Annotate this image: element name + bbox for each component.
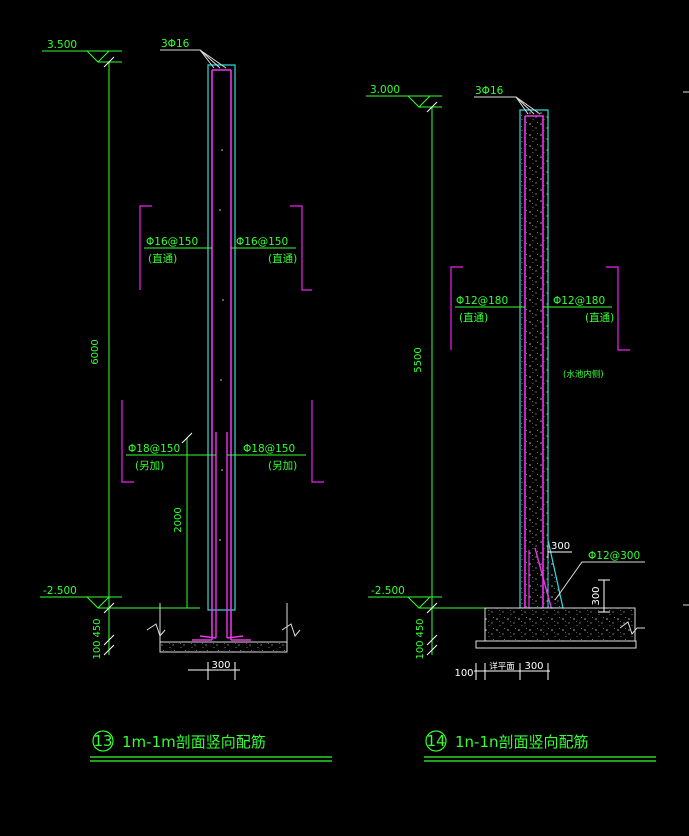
foundation (146, 603, 301, 653)
upper-right-bar-label: Φ16@150 (236, 236, 288, 248)
section-14: 3.000 -2.500 5500 450 100 (366, 84, 689, 762)
left-note: (直通) (459, 311, 488, 324)
dim-100: 100 (415, 640, 426, 659)
section-13-title: 13 1m-1m剖面竖向配筋 (90, 730, 332, 762)
level-marker-top: 3.500 (42, 39, 122, 63)
dim-450: 450 (415, 618, 426, 637)
lower-left-bar-label: Φ18@150 (128, 443, 180, 455)
dim-100: 100 (92, 640, 103, 659)
dim-450: 450 (92, 618, 103, 637)
level-marker-bottom: -2.500 (368, 585, 490, 609)
upper-left-bar-label: Φ16@150 (146, 236, 198, 248)
upper-left-note: (直通) (148, 252, 177, 265)
title-text: 1m-1m剖面竖向配筋 (122, 733, 266, 751)
height-dimension: 5500 (413, 347, 424, 372)
title-number: 14 (426, 732, 445, 750)
wall (505, 109, 615, 641)
title-number-circle (92, 730, 114, 752)
level-marker-top: 3.000 (366, 84, 442, 108)
inner-side-note: (水池内侧) (563, 369, 604, 380)
bars-annotation: Φ12@180 (直通) Φ12@180 (直通) (水池内侧) (450, 266, 630, 380)
foundation (475, 607, 645, 649)
wall (192, 64, 251, 641)
haunch-annotation: 300 Φ12@300 300 (547, 541, 645, 613)
section-14-title: 14 1n-1n剖面竖向配筋 (424, 730, 656, 762)
bottom-level-label: -2.500 (43, 585, 77, 597)
title-number: 13 (93, 732, 112, 750)
width-dimension: 300 (524, 661, 543, 672)
added-bar-dimension: 2000 (173, 507, 184, 532)
width-dimension: 300 (211, 660, 230, 671)
level-marker-bottom: -2.500 (40, 585, 200, 609)
haunch-bar-label: Φ12@300 (588, 550, 640, 562)
top-level-label: 3.000 (370, 84, 400, 96)
upper-bars-annotation: Φ16@150 (直通) Φ16@150 (直通) (139, 205, 312, 291)
top-level-label: 3.500 (47, 39, 77, 51)
lower-right-bar-label: Φ18@150 (243, 443, 295, 455)
title-number-circle (425, 730, 447, 752)
lower-left-note: (另加) (135, 460, 164, 472)
height-dimension: 6000 (90, 339, 101, 364)
right-bar-label: Φ12@180 (553, 295, 605, 307)
upper-right-note: (直通) (268, 252, 297, 265)
title-text: 1n-1n剖面竖向配筋 (455, 733, 589, 751)
section-13: 3.500 -2.500 6000 450 100 2000 (40, 38, 332, 762)
top-bars-label: 3Φ16 (475, 85, 504, 97)
lower-bars-annotation: Φ18@150 (另加) Φ18@150 (另加) (121, 400, 324, 483)
bottom-level-label: -2.500 (371, 585, 405, 597)
dim-bottom-left: 100 (454, 668, 473, 679)
top-bars-label: 3Φ16 (161, 38, 190, 50)
haunch-dimension: 300 (551, 541, 570, 552)
right-note: (直通) (585, 311, 614, 324)
bottom-dimensions: 100 详平面 300 (454, 661, 550, 680)
left-bar-label: Φ12@180 (456, 295, 508, 307)
lower-right-note: (另加) (268, 460, 297, 472)
haunch-height-dimension: 300 (591, 586, 602, 605)
dim-bottom-mid: 详平面 (489, 661, 515, 672)
